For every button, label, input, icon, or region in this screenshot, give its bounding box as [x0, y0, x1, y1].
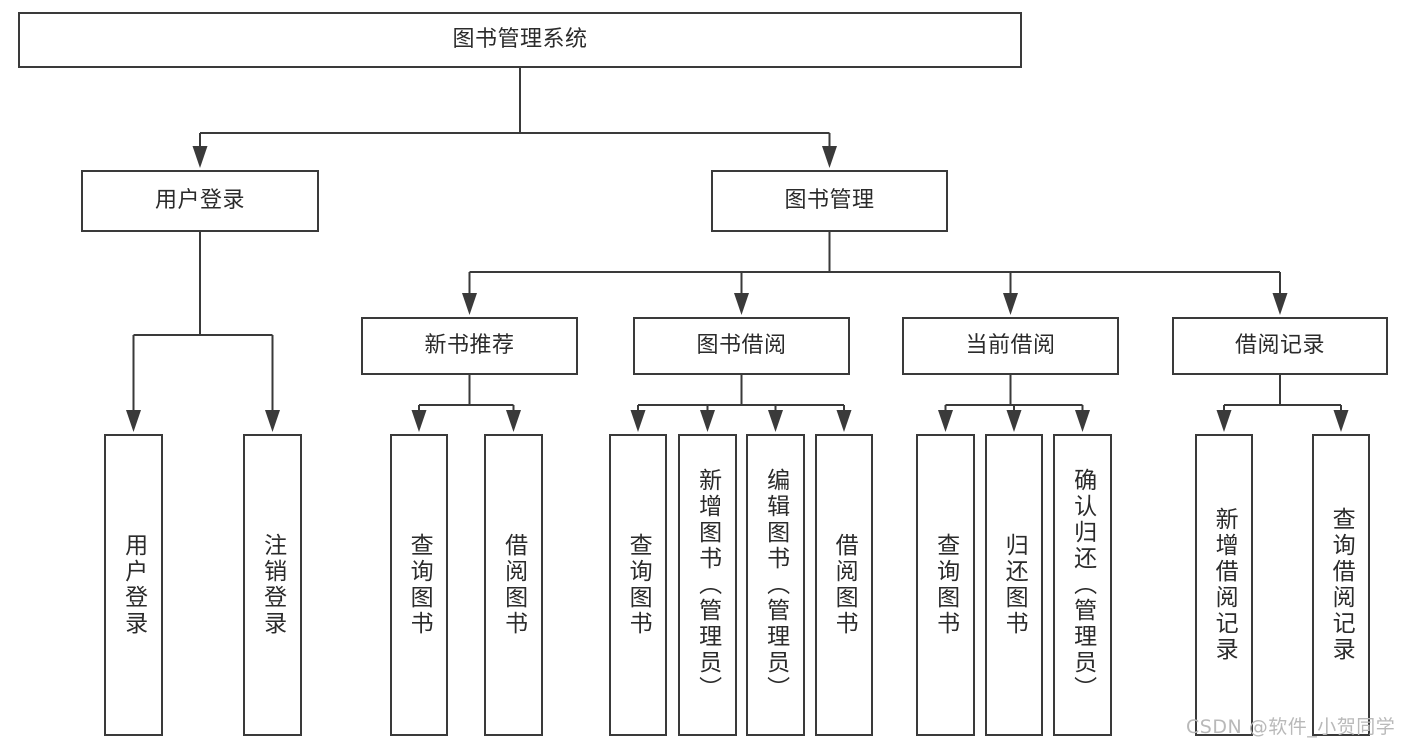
- arrowhead-icon: [411, 410, 427, 432]
- node-label-leaf-query-book-2: 查询图书: [625, 533, 652, 637]
- node-book-manage: 图书管理: [711, 170, 948, 232]
- node-label-leaf-confirm-return: 确认归还（管理员）: [1069, 468, 1096, 702]
- arrowhead-icon: [938, 410, 953, 432]
- node-leaf-query-book-1: 查询图书: [390, 434, 448, 736]
- node-label-leaf-query-book-1: 查询图书: [406, 533, 433, 637]
- node-label-root: 图书管理系统: [452, 26, 588, 52]
- arrowhead-icon: [192, 146, 208, 168]
- node-label-book-manage: 图书管理: [784, 187, 875, 213]
- node-label-new-book-rec: 新书推荐: [424, 332, 515, 358]
- node-label-leaf-add-record: 新增借阅记录: [1211, 507, 1238, 663]
- node-leaf-query-book-2: 查询图书: [609, 434, 667, 736]
- node-leaf-return-book: 归还图书: [985, 434, 1043, 736]
- node-label-leaf-logout: 注销登录: [259, 533, 286, 637]
- node-label-book-borrow: 图书借阅: [696, 332, 787, 358]
- node-leaf-query-record: 查询借阅记录: [1312, 434, 1370, 736]
- node-leaf-add-book: 新增图书（管理员）: [678, 434, 737, 736]
- node-root: 图书管理系统: [18, 12, 1022, 68]
- node-leaf-logout: 注销登录: [243, 434, 302, 736]
- node-leaf-query-book-3: 查询图书: [916, 434, 975, 736]
- node-current-borrow: 当前借阅: [902, 317, 1119, 375]
- arrowhead-icon: [630, 410, 646, 432]
- node-leaf-borrow-book-1: 借阅图书: [484, 434, 543, 736]
- node-leaf-edit-book: 编辑图书（管理员）: [746, 434, 805, 736]
- node-new-book-rec: 新书推荐: [361, 317, 578, 375]
- arrowhead-icon: [462, 293, 477, 315]
- csdn-watermark: CSDN @软件_小贺同学: [1186, 716, 1396, 738]
- arrowhead-icon: [1006, 410, 1022, 432]
- node-leaf-confirm-return: 确认归还（管理员）: [1053, 434, 1112, 736]
- node-leaf-add-record: 新增借阅记录: [1195, 434, 1253, 736]
- node-label-leaf-borrow-book-2: 借阅图书: [831, 533, 858, 637]
- arrowhead-icon: [1216, 410, 1232, 432]
- node-label-user-login: 用户登录: [154, 187, 245, 213]
- node-label-leaf-query-book-3: 查询图书: [932, 533, 959, 637]
- node-book-borrow: 图书借阅: [633, 317, 850, 375]
- node-label-leaf-borrow-book-1: 借阅图书: [500, 533, 527, 637]
- node-leaf-borrow-book-2: 借阅图书: [815, 434, 873, 736]
- arrowhead-icon: [734, 293, 749, 315]
- arrowhead-icon: [265, 410, 280, 432]
- arrowhead-icon: [506, 410, 521, 432]
- node-label-leaf-return-book: 归还图书: [1001, 533, 1028, 637]
- node-label-leaf-add-book: 新增图书（管理员）: [694, 468, 721, 702]
- arrowhead-icon: [836, 410, 852, 432]
- node-user-login: 用户登录: [81, 170, 319, 232]
- arrowhead-icon: [1333, 410, 1349, 432]
- arrowhead-icon: [768, 410, 783, 432]
- arrowhead-icon: [1272, 293, 1288, 315]
- node-label-current-borrow: 当前借阅: [965, 332, 1056, 358]
- node-label-leaf-user-login: 用户登录: [120, 533, 147, 637]
- arrowhead-icon: [700, 410, 715, 432]
- arrowhead-icon: [822, 146, 837, 168]
- node-label-leaf-edit-book: 编辑图书（管理员）: [762, 468, 789, 702]
- node-borrow-record: 借阅记录: [1172, 317, 1388, 375]
- arrowhead-icon: [1075, 410, 1090, 432]
- node-label-leaf-query-record: 查询借阅记录: [1328, 507, 1355, 663]
- arrowhead-icon: [1003, 293, 1018, 315]
- node-label-borrow-record: 借阅记录: [1234, 332, 1325, 358]
- arrowhead-icon: [126, 410, 141, 432]
- node-leaf-user-login: 用户登录: [104, 434, 163, 736]
